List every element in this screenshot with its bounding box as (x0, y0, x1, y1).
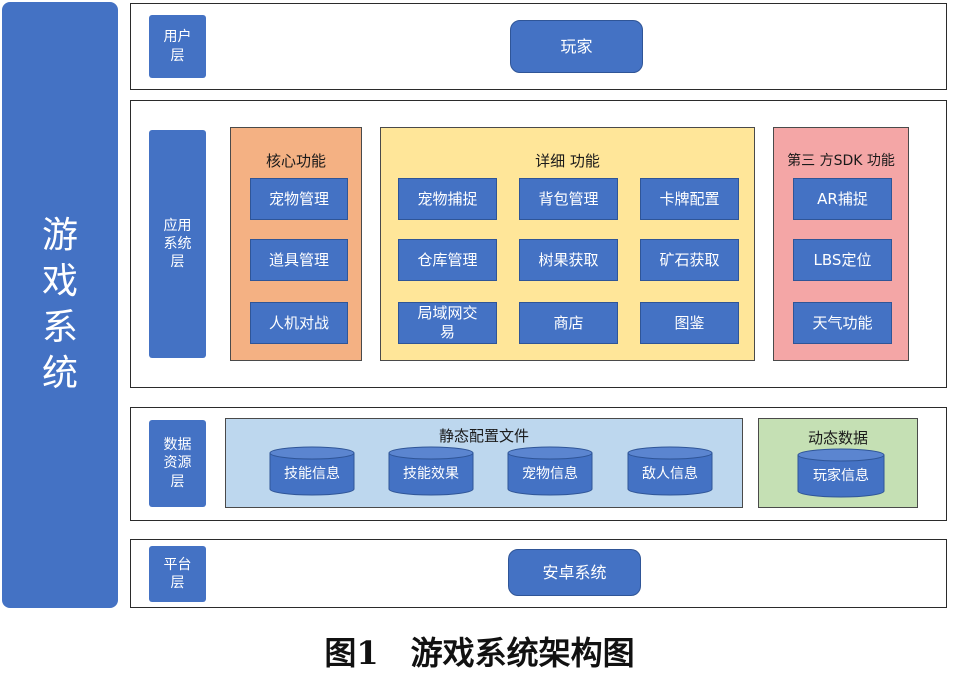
android-system-box: 安卓系统 (508, 549, 641, 596)
core-item-item-management: 道具管理 (250, 239, 348, 281)
app-layer-label: 应用 系统 层 (149, 130, 206, 358)
figure-caption: 图1 游戏系统架构图 (324, 634, 635, 672)
database-enemy-info: 敌人信息 (627, 446, 713, 496)
database-icon (269, 446, 355, 496)
database-label: 技能效果 (403, 466, 459, 482)
detail-item-pokedex: 图鉴 (640, 302, 739, 344)
detail-item-bag-management: 背包管理 (519, 178, 618, 220)
core-item-pet-management: 宠物管理 (250, 178, 348, 220)
detail-item-warehouse-management: 仓库管理 (398, 239, 497, 281)
detail-item-card-config: 卡牌配置 (640, 178, 739, 220)
database-label: 敌人信息 (642, 466, 698, 482)
platform-layer-label: 平台 层 (149, 546, 206, 602)
system-label: 游戏系统 (41, 215, 78, 394)
database-label: 技能信息 (284, 466, 340, 482)
database-icon (627, 446, 713, 496)
static-config-title: 静态配置文件 (438, 427, 529, 445)
dynamic-data-title: 动态数据 (807, 429, 868, 447)
sdk-item-weather: 天气功能 (793, 302, 892, 344)
sdk-functions-title: 第三 方SDK 功能 (787, 153, 895, 169)
database-icon (507, 446, 593, 496)
data-layer-label: 数据 资源 层 (149, 420, 206, 507)
sdk-item-lbs-location: LBS定位 (793, 239, 892, 281)
database-player-info: 玩家信息 (797, 448, 885, 498)
database-icon (797, 448, 885, 498)
core-item-pve-battle: 人机对战 (250, 302, 348, 344)
core-functions-title: 核心功能 (265, 152, 326, 170)
database-skill-effect: 技能效果 (388, 446, 474, 496)
player-box: 玩家 (510, 20, 643, 73)
detail-item-berry-gathering: 树果获取 (519, 239, 618, 281)
database-label: 玩家信息 (813, 468, 869, 484)
database-skill-info: 技能信息 (269, 446, 355, 496)
detail-item-shop: 商店 (519, 302, 618, 344)
detail-functions-title: 详细 功能 (535, 152, 600, 170)
detail-item-ore-gathering: 矿石获取 (640, 239, 739, 281)
sdk-item-ar-capture: AR捕捉 (793, 178, 892, 220)
database-pet-info: 宠物信息 (507, 446, 593, 496)
user-layer-label: 用户 层 (149, 15, 206, 78)
database-icon (388, 446, 474, 496)
database-label: 宠物信息 (522, 466, 578, 482)
detail-item-lan-trading: 局域网交 易 (398, 302, 497, 344)
system-bar: 游戏系统 (2, 2, 118, 608)
detail-item-pet-capture: 宠物捕捉 (398, 178, 497, 220)
